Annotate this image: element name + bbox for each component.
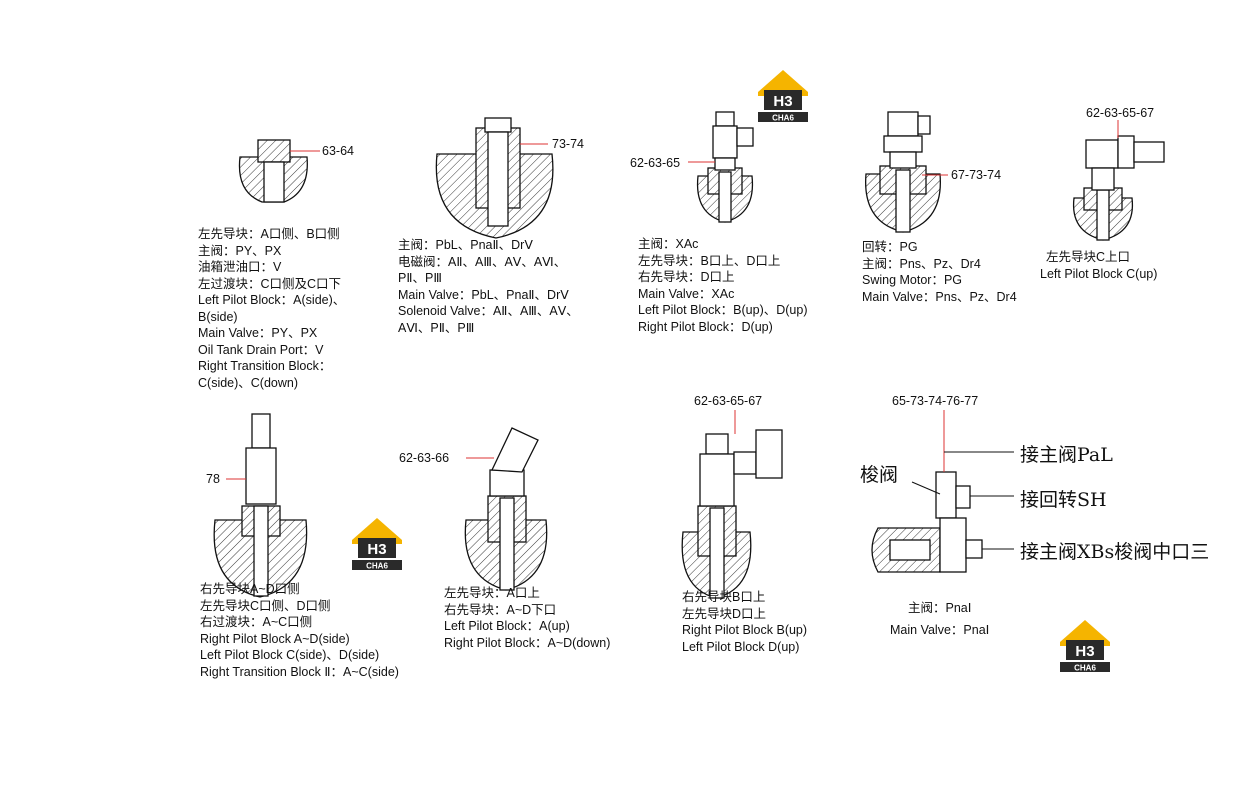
part-number-73-74: 73-74 <box>552 137 584 151</box>
part-number-63-64: 63-64 <box>322 144 354 158</box>
svg-text:CHA6: CHA6 <box>1074 664 1096 673</box>
brand-logo: H3 CHA6 <box>758 70 808 123</box>
fitting-63-64 <box>238 139 320 203</box>
part-number-62-63-65-67-bottom: 62-63-65-67 <box>694 394 763 408</box>
fitting-67-73-74 <box>865 111 948 233</box>
svg-text:CHA6: CHA6 <box>772 114 794 123</box>
fitting-62-63-65-67-top <box>1072 120 1165 241</box>
part-number-78: 78 <box>206 472 220 486</box>
fitting-78 <box>213 413 308 598</box>
fitting-73-74 <box>435 117 554 239</box>
part-number-62-63-66: 62-63-66 <box>399 451 450 465</box>
svg-text:H3: H3 <box>367 541 386 558</box>
part-number-65-73-74-76-77: 65-73-74-76-77 <box>892 394 979 408</box>
caption-62-63-65-67-bottom: 右先导块B口上左先导块D口上 Right Pilot Block B(up)Le… <box>682 590 808 654</box>
callout-main-xbs: 接主阀XBs梭阀中口三 <box>1020 541 1210 563</box>
fitting-62-63-65 <box>688 111 754 223</box>
svg-text:CHA6: CHA6 <box>366 562 388 571</box>
brand-logo: H3 CHA6 <box>352 518 402 571</box>
brand-logo: H3 CHA6 <box>1060 620 1110 673</box>
part-number-62-63-65-67-top: 62-63-65-67 <box>1086 106 1155 120</box>
callout-shuttle-valve: 梭阀 <box>860 464 899 486</box>
caption-78: 右先导块A~D口侧左先导块C口侧、D口侧右过渡块：A~C口侧 Right Pil… <box>200 582 399 679</box>
callout-swing-sh: 接回转SH <box>1020 489 1107 511</box>
part-number-67-73-74: 67-73-74 <box>951 168 1002 182</box>
caption-62-63-66: 左先导块：A口上右先导块：A~D下口 Left Pilot Block：A(up… <box>444 586 611 650</box>
svg-text:H3: H3 <box>1075 643 1094 660</box>
fitting-65-73-74-76-77 <box>871 410 1014 573</box>
fitting-62-63-66 <box>464 427 548 591</box>
svg-text:H3: H3 <box>773 93 792 110</box>
part-number-62-63-65: 62-63-65 <box>630 156 681 170</box>
callout-main-pal: 接主阀PaL <box>1020 444 1113 466</box>
fitting-62-63-65-67-bottom <box>681 410 783 599</box>
